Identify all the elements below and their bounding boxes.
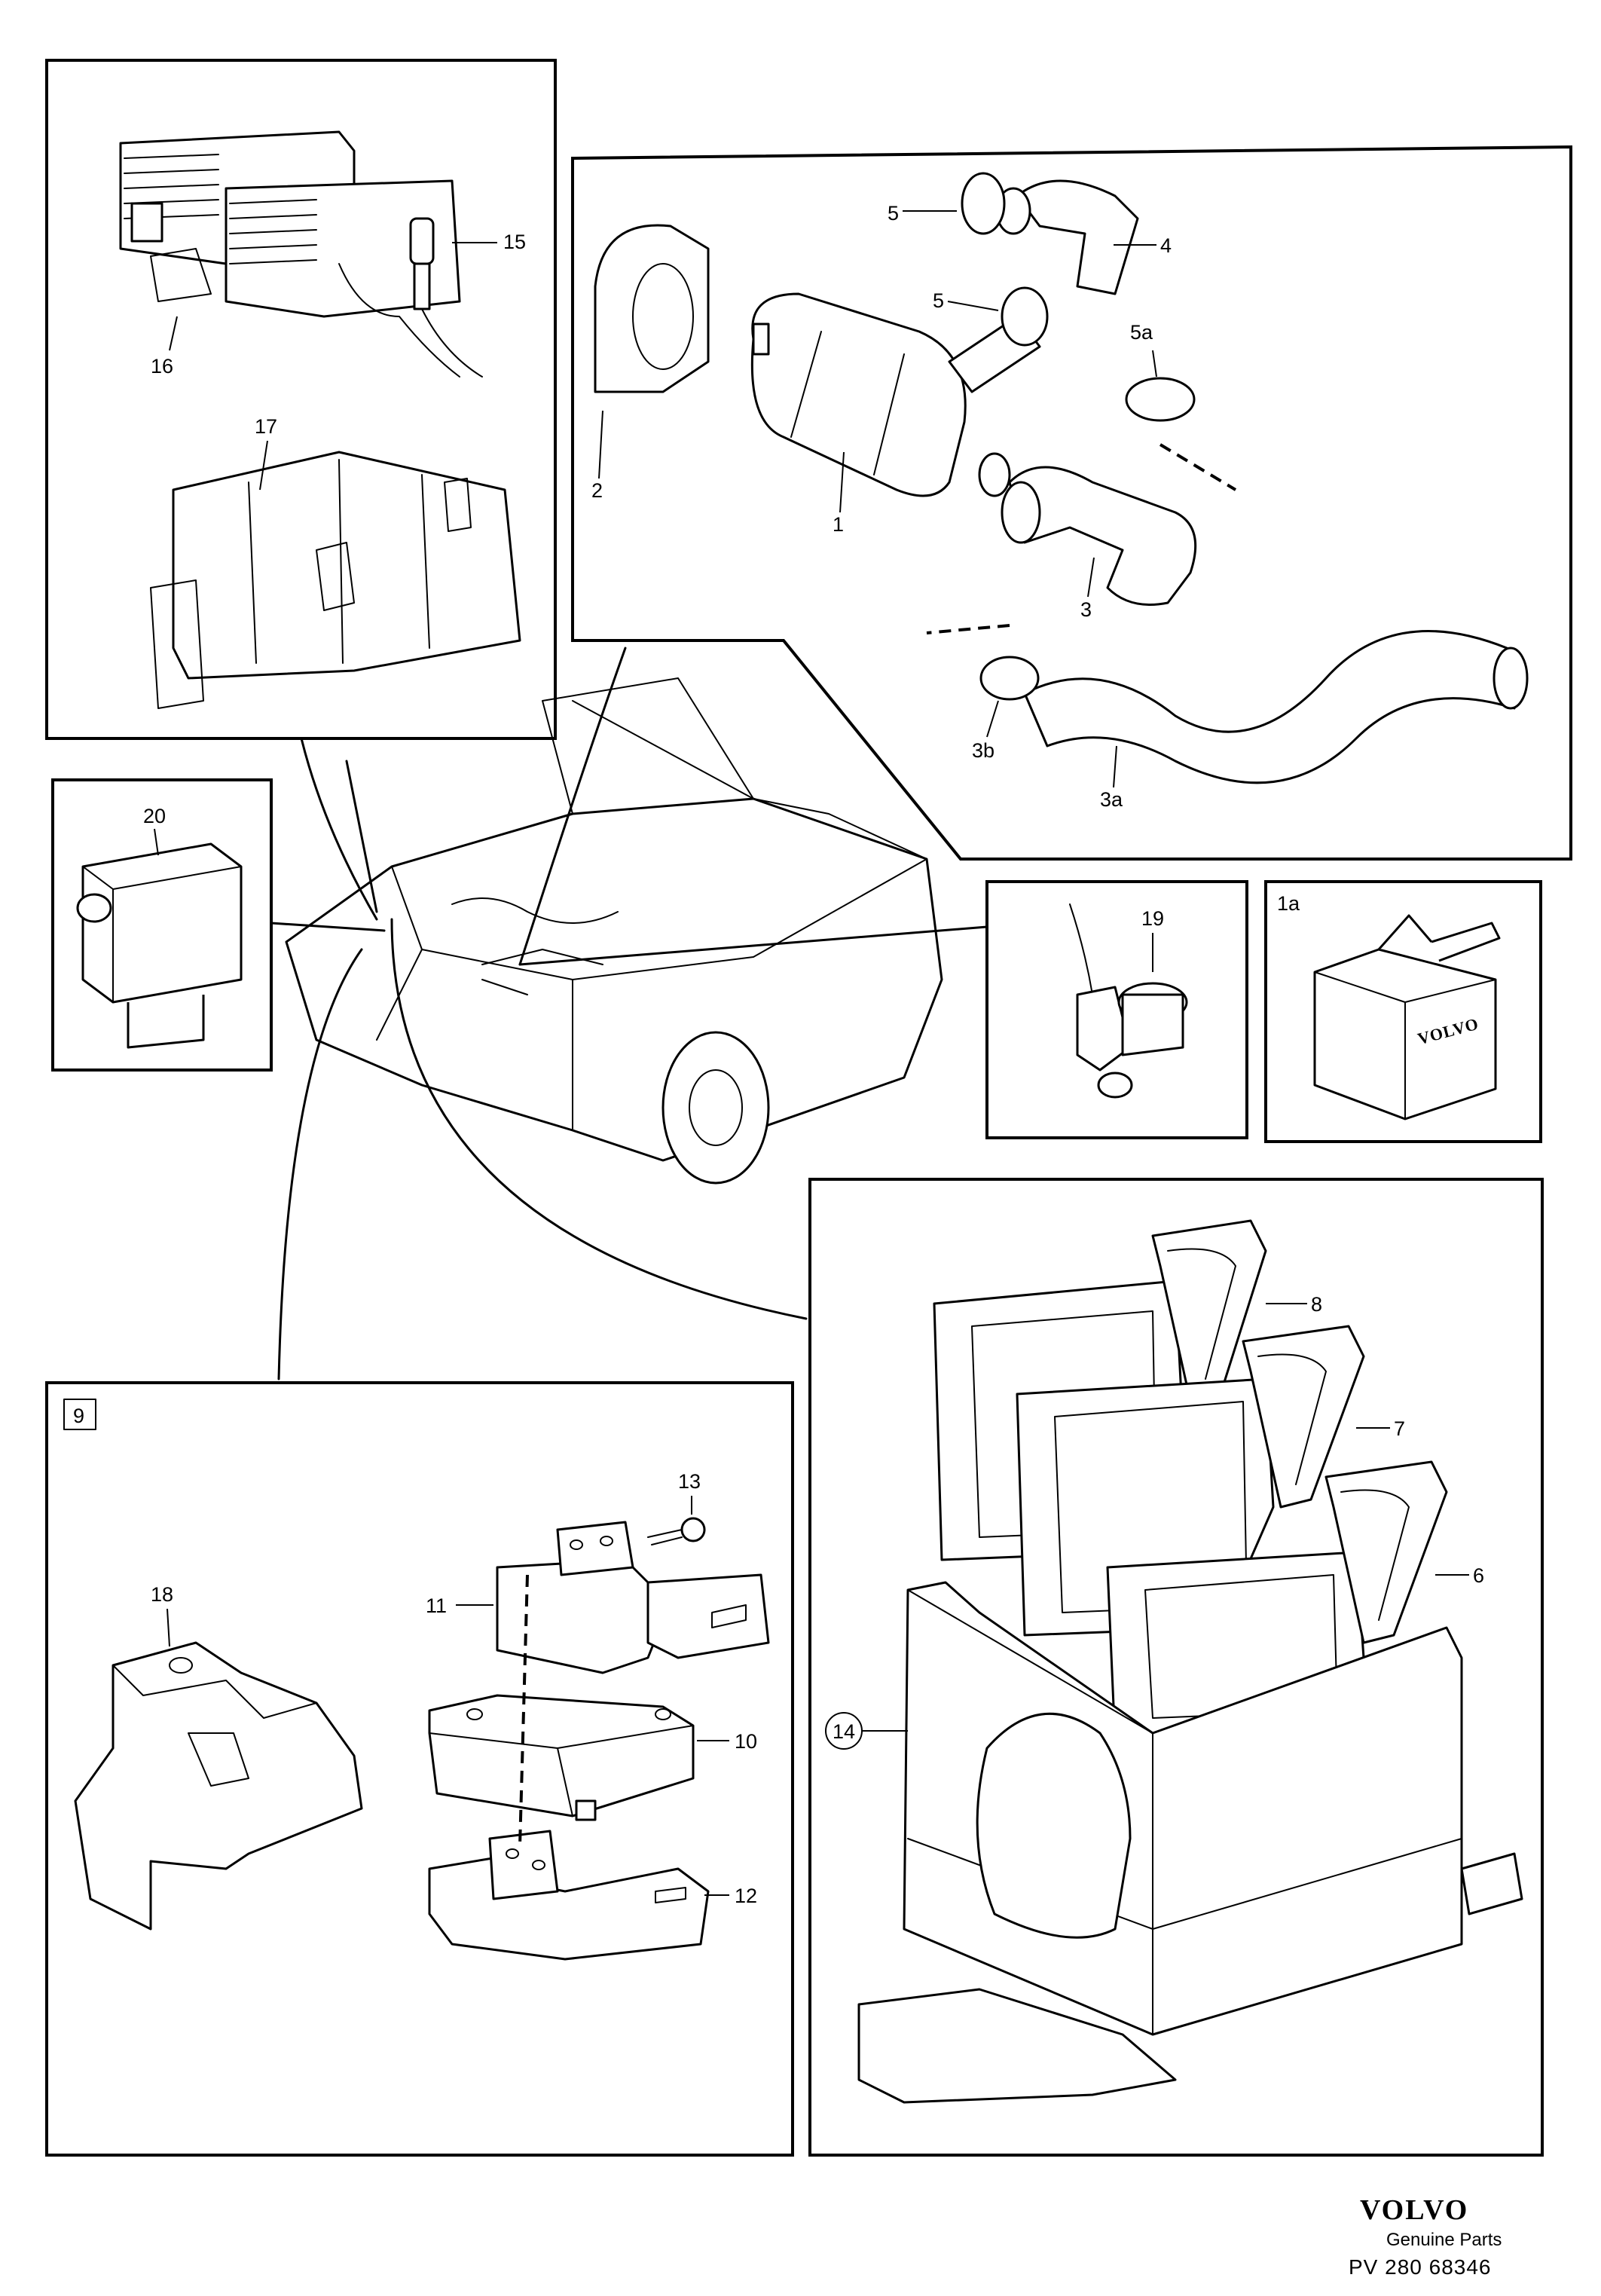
module-carrier-14	[857, 1581, 1523, 2104]
clamp-5-top	[961, 172, 1006, 235]
callout-3b: 3b	[972, 739, 995, 762]
callout-8: 8	[1311, 1293, 1322, 1316]
connector-lines	[270, 647, 988, 1380]
callout-16: 16	[151, 355, 173, 378]
valve-bracket-2	[594, 224, 710, 393]
callout-7: 7	[1394, 1417, 1405, 1440]
relay-bracket-17	[150, 451, 521, 709]
clamp-5a	[1125, 377, 1196, 422]
panel-sensor-19: 19	[985, 880, 1248, 1139]
callout-11: 11	[426, 1594, 447, 1617]
callout-5-top: 5	[888, 202, 899, 225]
footer-subtitle: Genuine Parts	[1386, 2230, 1502, 2250]
clamp-3b	[979, 656, 1040, 701]
control-unit-10	[428, 1694, 695, 1821]
callout-5a: 5a	[1130, 321, 1153, 344]
callout-2: 2	[591, 479, 603, 502]
screw-13	[647, 1517, 706, 1545]
panel-idle-valve: 5 5 4 5a 2 1 3 3b 3a	[571, 145, 1572, 861]
bracket-11	[496, 1521, 770, 1674]
hose-4	[995, 179, 1139, 295]
relay-15	[409, 217, 483, 378]
callout-5-mid: 5	[933, 289, 944, 312]
clamp-5-mid	[1001, 286, 1049, 347]
panel-relay-20: 20	[51, 778, 273, 1072]
car-illustration	[285, 677, 943, 1185]
callout-9: 9	[73, 1405, 84, 1427]
panel-module-carrier-14: 8 7 6 14	[808, 1178, 1544, 2157]
footer-brand: VOLVO	[1360, 2194, 1468, 2226]
bracket-12	[428, 1830, 710, 1961]
callout-20: 20	[143, 805, 166, 827]
panel-control-unit-9: 9	[45, 1381, 794, 2157]
footer-part-code: PV 280 68346	[1349, 2255, 1492, 2279]
callout-18: 18	[151, 1583, 173, 1606]
hose-3	[1001, 466, 1197, 606]
bracket-18	[74, 1641, 363, 1931]
callout-1: 1	[833, 513, 844, 536]
callout-17: 17	[255, 415, 277, 438]
callout-15: 15	[503, 231, 526, 253]
relay-housing-16	[119, 130, 461, 378]
callout-3a: 3a	[1100, 788, 1123, 811]
callout-6: 6	[1473, 1564, 1484, 1587]
callout-12: 12	[735, 1885, 757, 1907]
callout-13: 13	[678, 1470, 701, 1493]
hose-3a	[1023, 630, 1529, 784]
callout-10: 10	[735, 1730, 757, 1753]
callout-19: 19	[1141, 907, 1164, 930]
panel-parts-box-1a: VOLVO 1a	[1264, 880, 1542, 1143]
callout-14: 14	[833, 1720, 855, 1743]
idle-valve-1	[750, 292, 1041, 497]
callout-4: 4	[1160, 234, 1172, 257]
footer-branding: VOLVO Genuine Parts PV 280 68346	[1349, 2194, 1502, 2279]
callout-3: 3	[1080, 598, 1092, 621]
panel-relay-box: 15 16 17	[45, 59, 557, 740]
callout-1a: 1a	[1277, 892, 1300, 915]
